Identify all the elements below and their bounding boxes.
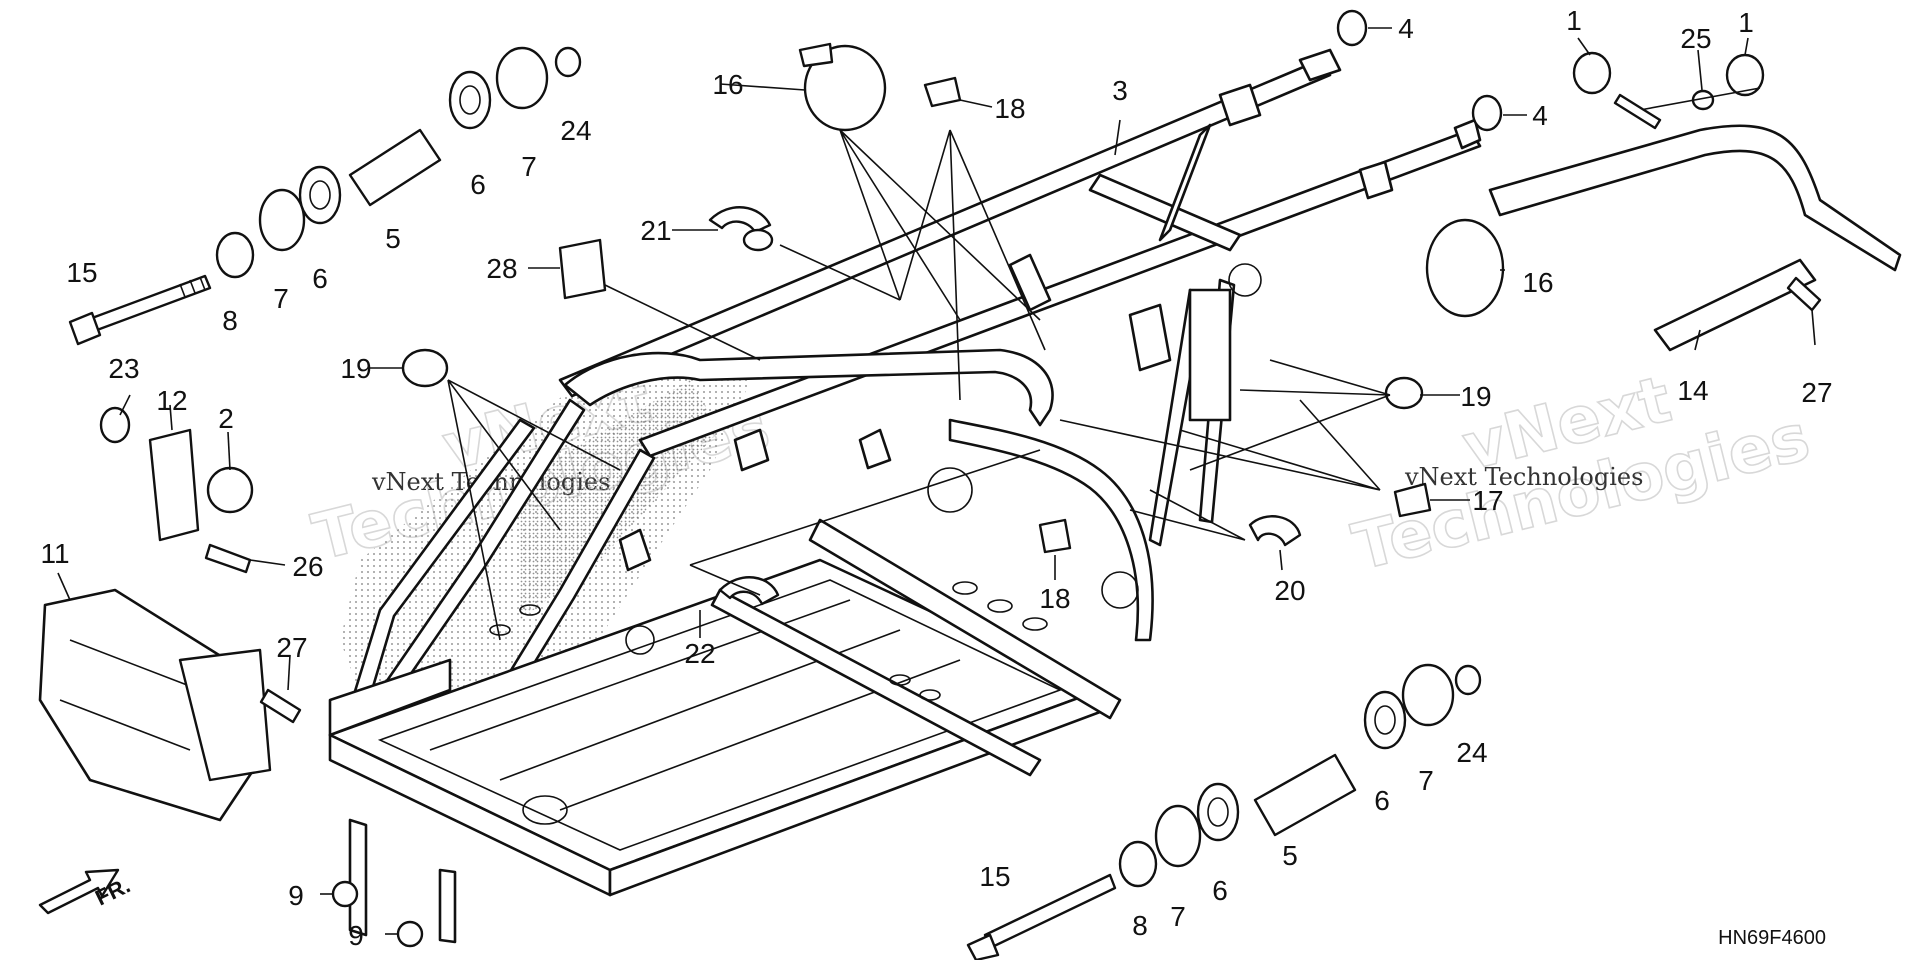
callout-15-lower: 15 (979, 861, 1010, 892)
grommet-4-upper (1336, 9, 1368, 47)
clip-18-lower (1038, 518, 1072, 554)
callout-6-lower-a: 6 (1212, 875, 1228, 906)
callout-18-lower: 18 (1039, 583, 1070, 614)
callout-7-lower-b: 7 (1418, 765, 1434, 796)
bushing-7-upper-b (495, 46, 549, 110)
grommet-2 (206, 466, 254, 514)
callout-7-lower-a: 7 (1170, 901, 1186, 932)
callout-7-upper-a: 7 (273, 283, 289, 314)
grommet-1-left (1572, 51, 1612, 95)
callout-27-right: 27 (1801, 377, 1832, 408)
callout-19-right: 19 (1460, 381, 1491, 412)
bolt-15-upper (68, 274, 212, 346)
callout-8-upper: 8 (222, 305, 238, 336)
callout-27-left: 27 (276, 632, 307, 663)
callout-1-right: 1 (1738, 7, 1754, 38)
nut-23 (99, 406, 131, 444)
callout-11: 11 (40, 538, 69, 569)
callout-3: 3 (1112, 75, 1128, 106)
callout-4-lower: 4 (1532, 100, 1548, 131)
plate-12 (148, 428, 200, 542)
callout-19-left: 19 (340, 353, 371, 384)
ring-6-lower-a (1196, 782, 1240, 842)
callout-23: 23 (108, 353, 139, 384)
callout-24-upper: 24 (560, 115, 591, 146)
nut-9-upper (331, 880, 359, 908)
bushing-7-lower-a (1154, 804, 1202, 868)
bolt-27-left (259, 688, 302, 724)
front-arrow-icon (38, 868, 120, 915)
callout-16-upper: 16 (712, 69, 743, 100)
bushing-7-lower-b (1401, 663, 1455, 727)
callout-25: 25 (1680, 23, 1711, 54)
clamp-20 (1248, 515, 1302, 547)
clip-18-upper (923, 76, 962, 108)
parts-right (966, 9, 1902, 960)
parts-left (38, 46, 582, 948)
callout-6-lower-b: 6 (1374, 785, 1390, 816)
ring-6-lower-b (1363, 690, 1407, 750)
nut-9-lower (396, 920, 424, 948)
callout-12: 12 (156, 385, 187, 416)
watermark-line-right: vNext Technologies (1404, 463, 1643, 491)
leader-lines (57, 27, 1816, 935)
diagram-code: HN69F4600 (1718, 927, 1826, 949)
callout-26: 26 (292, 551, 323, 582)
ring-6-upper-a (298, 165, 342, 225)
callout-21: 21 (640, 215, 671, 246)
callout-8-lower: 8 (1132, 910, 1148, 941)
callout-22: 22 (684, 638, 715, 669)
clamp-16-right (1425, 218, 1505, 318)
collar-5-upper (348, 128, 442, 207)
ring-6-upper-b (448, 70, 492, 130)
clip-19-left (401, 348, 449, 388)
callout-1-left: 1 (1566, 5, 1582, 36)
spacer-8-lower (1118, 840, 1158, 888)
clamp-16-upper (803, 44, 887, 132)
connector-28 (558, 238, 607, 300)
callout-2: 2 (218, 403, 234, 434)
nut-24-lower (1454, 664, 1482, 696)
callout-15-upper: 15 (66, 257, 97, 288)
collar-5-lower (1253, 753, 1357, 837)
callout-9-upper: 9 (288, 880, 304, 911)
grommet-4-lower (1471, 94, 1503, 132)
callout-7-upper-b: 7 (521, 151, 537, 182)
spacer-8-upper (215, 231, 255, 279)
clamp-21 (708, 206, 772, 234)
callout-6-upper-b: 6 (470, 169, 486, 200)
clip-17 (1393, 482, 1432, 518)
callout-5-lower: 5 (1282, 840, 1298, 871)
callout-9-lower: 9 (348, 920, 364, 951)
callout-5-upper: 5 (385, 223, 401, 254)
callout-20: 20 (1274, 575, 1305, 606)
callout-16-right: 16 (1522, 267, 1553, 298)
callout-17: 17 (1472, 485, 1503, 516)
clip-19-right (1384, 376, 1424, 410)
callout-18-upper: 18 (994, 93, 1025, 124)
bushing-7-upper-a (258, 188, 306, 252)
callout-28: 28 (486, 253, 517, 284)
callout-14: 14 (1677, 375, 1708, 406)
callout-4-upper: 4 (1398, 13, 1414, 44)
frame-body (328, 48, 1482, 944)
callout-24-lower: 24 (1456, 737, 1487, 768)
front-guard-11 (38, 588, 272, 822)
bolt-26 (204, 543, 252, 574)
rear-carrier-14 (1488, 87, 1902, 352)
nut-24-upper (554, 46, 582, 78)
callout-6-upper-a: 6 (312, 263, 328, 294)
